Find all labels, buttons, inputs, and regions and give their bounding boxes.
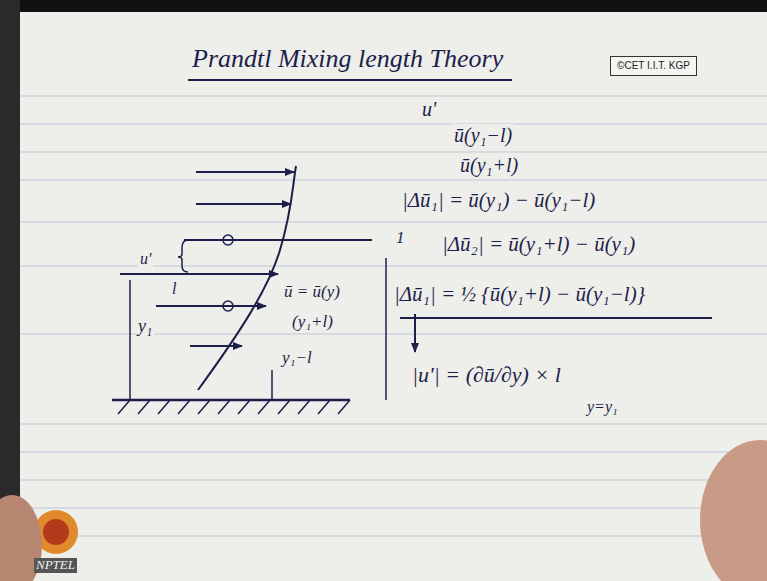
fluid-lump (223, 301, 233, 311)
stamp-text: ©CET I.I.T. KGP (616, 60, 691, 72)
title: Prandtl Mixing length Theory (190, 44, 505, 74)
implies-arrow (414, 314, 416, 352)
left-edge (0, 0, 20, 581)
logo (43, 519, 69, 545)
fluid-lump (223, 235, 233, 245)
boundary-line (385, 258, 387, 400)
position-marker (271, 370, 273, 400)
velocity-arrows (120, 172, 372, 346)
title-underline (188, 79, 512, 81)
logo-text: NPTEL (34, 558, 77, 573)
subscript: y=y₁ (585, 398, 620, 416)
equation: |Δū₁| = ½ {ū(y₁+l) − ū(y₁−l)} (392, 282, 647, 306)
y-axis (129, 280, 131, 400)
position-label: y₁−l (280, 348, 314, 368)
velocity-expression: ū(y₁−l) (452, 124, 514, 147)
wall (112, 399, 350, 402)
equation: |Δū₁| = ū(y₁) − ū(y₁−l) (400, 188, 597, 212)
marker-number: 1 (394, 228, 407, 248)
wall-hatch (118, 400, 350, 414)
equation: |u'| = (∂ū/∂y) × l (410, 362, 563, 387)
mixing-length-label: l (170, 280, 178, 298)
position-label: (y₁+l) (290, 312, 335, 332)
equation: |Δū₂| = ū(y₁+l) − ū(y₁) (440, 232, 637, 256)
bracket (178, 240, 188, 272)
fluctuation-label: u' (138, 250, 153, 268)
stamp-box: ©CET I.I.T. KGP (610, 56, 697, 76)
ruled-lines (20, 96, 767, 536)
hand (700, 440, 767, 581)
position-label: y₁ (136, 316, 154, 337)
velocity-fluctuation: u' (420, 98, 438, 121)
profile-label: ū = ū(y) (282, 282, 342, 302)
equation-underline (400, 317, 712, 319)
top-edge (0, 0, 767, 12)
velocity-expression: ū(y₁+l) (458, 154, 520, 177)
